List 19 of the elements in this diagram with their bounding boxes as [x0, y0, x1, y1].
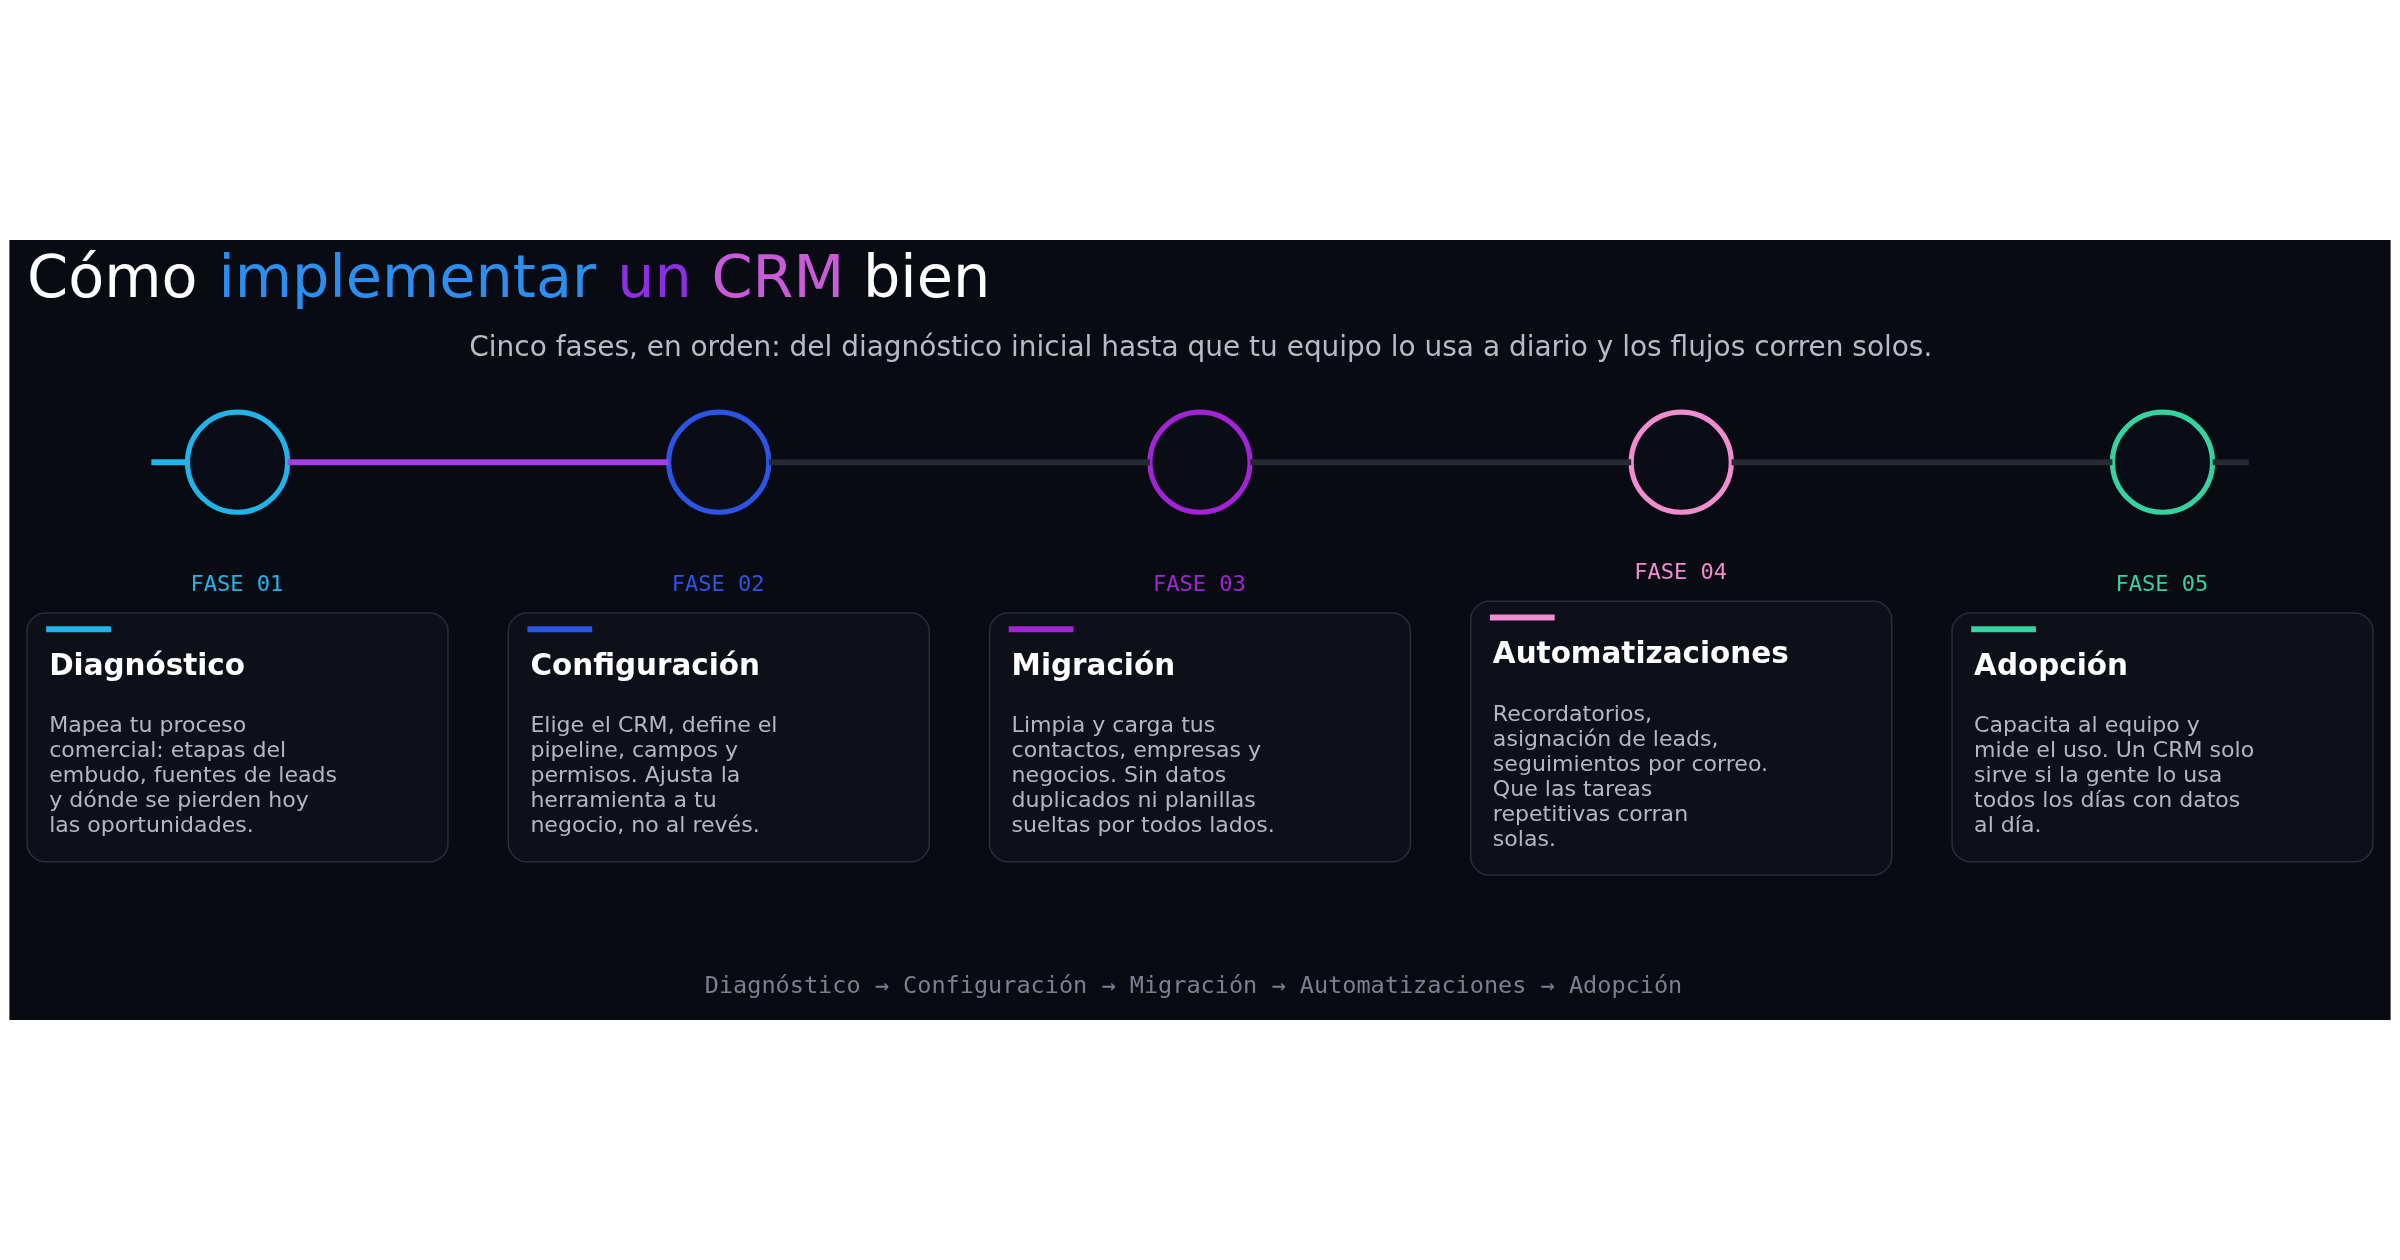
connector: [1731, 459, 2113, 466]
node-circle: [1147, 409, 1253, 515]
label: Cinco fases, en orden: del diagnóstico inicial hasta que tu equipo lo usa a diario y los flujos corren solos.: [469, 329, 1933, 363]
node-label: FASE 01: [190, 571, 284, 596]
connector: [2212, 459, 2249, 466]
connector: [151, 459, 188, 466]
node-circle: [2109, 409, 2216, 515]
node-label: FASE 04: [1634, 559, 1728, 585]
connector: [1250, 459, 1632, 466]
node-label: FASE 02: [671, 571, 765, 596]
node-label: FASE 05: [2115, 571, 2209, 596]
node-label: FASE 03: [1152, 571, 1246, 596]
label: Diagnóstico → Configuración → Migración → Automatizaciones → Adopción: [704, 971, 1683, 1000]
node-circle: [184, 409, 291, 515]
node-circle: [1628, 409, 1734, 515]
diagram-title: Cómo implementar un CRM bien: [27, 242, 991, 312]
connector: [287, 459, 669, 466]
node-circle: [666, 409, 772, 515]
connector: [769, 459, 1150, 466]
